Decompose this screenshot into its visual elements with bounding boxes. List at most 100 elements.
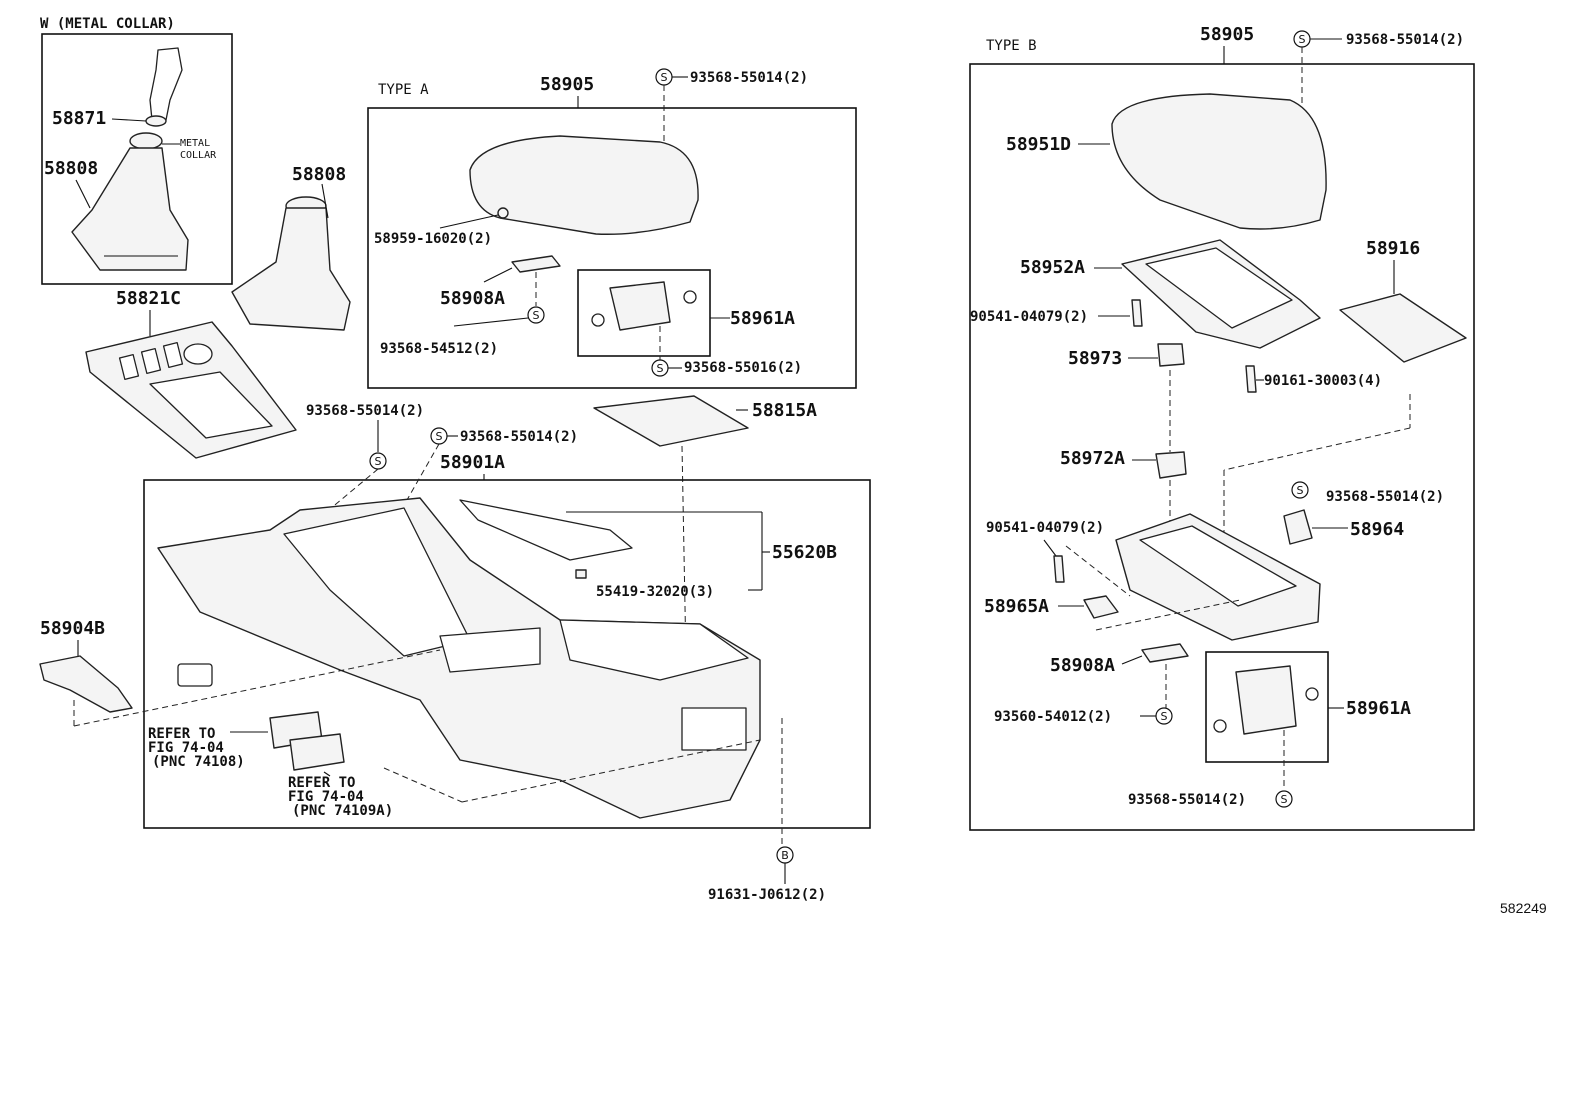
type-b-screw-mid: 93568-55014(2) bbox=[1326, 489, 1444, 505]
type-b-pin-illustration bbox=[1131, 299, 1143, 327]
type-b-bracket-part: 58964 bbox=[1350, 519, 1404, 540]
bolt-symbol-text: B bbox=[781, 849, 789, 862]
type-b-pad-illustration bbox=[1111, 93, 1327, 230]
screw-symbol-b2 bbox=[1291, 481, 1309, 499]
type-b-inner-part: 58952A bbox=[1020, 257, 1085, 278]
type-b-pin-part: 90541-04079(2) bbox=[970, 309, 1088, 325]
dash-end-cover-2 bbox=[73, 649, 441, 727]
console-body-part: 58901A bbox=[440, 452, 505, 473]
screw-symbol-c2-text: S bbox=[436, 430, 443, 443]
type-b-lock-part: 58961A bbox=[1346, 698, 1411, 719]
refer-part-2-illustration bbox=[289, 733, 345, 771]
leader-hinge-b bbox=[1121, 655, 1143, 665]
shift-lever-illustration bbox=[71, 47, 189, 271]
console-body-illustration bbox=[157, 497, 761, 819]
console-screw-a: 93568-55014(2) bbox=[306, 403, 424, 419]
type-b-latch-part: 58972A bbox=[1060, 448, 1125, 469]
type-a-lock-illustration bbox=[591, 281, 697, 331]
dash-refer-2 bbox=[461, 739, 761, 803]
leader-58808-a bbox=[75, 179, 91, 209]
type-b-screw-top: 93568-55014(2) bbox=[1346, 32, 1464, 48]
mat-58815a-illustration bbox=[593, 395, 749, 447]
leader-clip bbox=[439, 214, 499, 229]
type-a-lock-screw: 93568-55016(2) bbox=[684, 360, 802, 376]
figure-code: 582249 bbox=[1500, 900, 1547, 916]
dash-refer bbox=[383, 767, 463, 803]
leader-58871 bbox=[111, 118, 147, 122]
clip-55419-illustration bbox=[575, 569, 587, 579]
type-b-tray-illustration bbox=[1115, 513, 1321, 641]
console-group-part: 55620B bbox=[772, 542, 837, 563]
screw-symbol-a1-text: S bbox=[661, 71, 668, 84]
type-b-catch-illustration bbox=[1157, 343, 1185, 367]
type-b-pin-2-illustration bbox=[1053, 555, 1065, 583]
dash-pin-2 bbox=[1065, 545, 1131, 597]
type-a-lock-frame bbox=[577, 269, 711, 357]
type-a-hinge-screw: 93568-54512(2) bbox=[380, 341, 498, 357]
type-b-lid-part: 58905 bbox=[1200, 24, 1254, 45]
console-mat-part: 58815A bbox=[752, 400, 817, 421]
console-bolt-part: 91631-J0612(2) bbox=[708, 887, 826, 903]
type-a-title: TYPE A bbox=[378, 82, 429, 98]
type-b-hinge-illustration bbox=[1141, 643, 1189, 663]
screw-symbol-a3-text: S bbox=[657, 362, 664, 375]
metal-collar-label-2: COLLAR bbox=[180, 150, 217, 161]
leader-refer-2 bbox=[323, 771, 331, 777]
refer-2-line2: FIG 74-04 bbox=[288, 789, 364, 805]
type-a-screw-top: 93568-55014(2) bbox=[690, 70, 808, 86]
screw-symbol-b3-text: S bbox=[1161, 710, 1168, 723]
leader-a2 bbox=[453, 317, 529, 327]
metal-collar-title: W (METAL COLLAR) bbox=[40, 16, 175, 32]
type-a-hinge-part: 58908A bbox=[440, 288, 505, 309]
dash-mat bbox=[681, 445, 687, 661]
screw-symbol-b2-text: S bbox=[1297, 484, 1304, 497]
screw-symbol-b4-text: S bbox=[1281, 793, 1288, 806]
console-frame bbox=[143, 479, 871, 829]
type-b-mat-illustration bbox=[1339, 293, 1467, 363]
part-number-58808-b: 58808 bbox=[292, 164, 346, 185]
type-b-stop-illustration bbox=[1083, 595, 1119, 619]
type-a-hinge-illustration bbox=[511, 255, 561, 273]
type-b-title: TYPE B bbox=[986, 38, 1037, 54]
part-number-58808-a: 58808 bbox=[44, 158, 98, 179]
type-a-lid-illustration bbox=[469, 135, 699, 235]
dash-screw-b2 bbox=[1223, 427, 1411, 471]
part-number-58871: 58871 bbox=[52, 108, 106, 129]
type-b-screw-illustration bbox=[1245, 365, 1257, 393]
type-b-pin-part-2: 90541-04079(2) bbox=[986, 520, 1104, 536]
type-b-inner-illustration bbox=[1121, 239, 1321, 349]
console-screw-b: 93568-55014(2) bbox=[460, 429, 578, 445]
screw-symbol-b1-text: S bbox=[1299, 33, 1306, 46]
refer-1-line3: (PNC 74108) bbox=[152, 754, 245, 770]
metal-collar-label-1: METAL bbox=[180, 138, 210, 149]
type-b-latch-illustration bbox=[1155, 451, 1187, 479]
type-b-catch-part: 58973 bbox=[1068, 348, 1122, 369]
refer-1-line2: FIG 74-04 bbox=[148, 740, 224, 756]
end-cover-part: 58904B bbox=[40, 618, 105, 639]
part-number-58821c: 58821C bbox=[116, 288, 181, 309]
end-cover-illustration bbox=[39, 655, 133, 713]
type-b-pad-part: 58951D bbox=[1006, 134, 1071, 155]
leader-hinge-a bbox=[483, 267, 513, 283]
refer-2-line3: (PNC 74109A) bbox=[292, 803, 393, 819]
screw-symbol-c1-text: S bbox=[375, 455, 382, 468]
type-b-frame bbox=[969, 63, 1475, 831]
screw-symbol-a2 bbox=[527, 306, 545, 324]
type-b-lock-screw: 93568-55014(2) bbox=[1128, 792, 1246, 808]
screw-symbol-a2-text: S bbox=[533, 309, 540, 322]
refer-2-line1: REFER TO bbox=[288, 775, 355, 791]
type-b-hinge-screw: 93560-54012(2) bbox=[994, 709, 1112, 725]
type-b-hinge-part: 58908A bbox=[1050, 655, 1115, 676]
type-b-bracket-illustration bbox=[1283, 509, 1313, 545]
type-b-screw-part: 90161-30003(4) bbox=[1264, 373, 1382, 389]
type-a-frame bbox=[367, 107, 857, 389]
type-b-stop-part: 58965A bbox=[984, 596, 1049, 617]
metal-collar-frame bbox=[41, 33, 233, 285]
leader-pin-2 bbox=[1043, 539, 1057, 557]
type-b-lock-illustration bbox=[1213, 665, 1319, 735]
type-b-mat-part: 58916 bbox=[1366, 238, 1420, 259]
refer-1-line1: REFER TO bbox=[148, 726, 215, 742]
type-b-lock-frame bbox=[1205, 651, 1329, 763]
shift-panel-illustration bbox=[85, 321, 297, 459]
